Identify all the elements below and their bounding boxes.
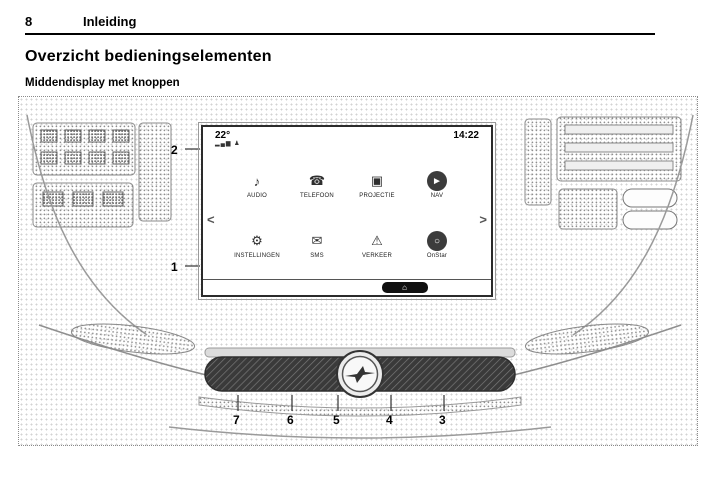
menu-item-label: SMS — [310, 253, 324, 259]
menu-item-telefoon[interactable]: ☎ TELEFOON — [287, 171, 347, 199]
subsection-title: Middendisplay met knoppen — [25, 77, 180, 89]
headlight-right — [524, 323, 650, 355]
callout-1: 1 — [171, 260, 178, 274]
temperature-label: 22° — [215, 130, 231, 141]
audio-icon: ♪ — [253, 173, 261, 189]
right-vent-cluster — [524, 114, 694, 336]
menu-item-instellingen[interactable]: ⚙ INSTELLINGEN — [227, 231, 287, 259]
section-title: Overzicht bedieningselementen — [25, 48, 272, 65]
menu-item-label: NAV — [430, 193, 444, 199]
page-number: 8 — [25, 14, 33, 29]
clock-label: 14:22 — [453, 130, 479, 141]
menu-item-label: AUDIO — [246, 193, 267, 199]
sms-envelope-icon: ✉ — [311, 233, 323, 248]
dashboard-illustration — [26, 114, 694, 439]
menu-grid: ♪ AUDIO ☎ TELEFOON ▣ PROJECTIE ► NAV ⚙ — [203, 153, 491, 279]
status-icons: ▂▄▆ ♟ — [215, 141, 241, 148]
status-left: 22° ▂▄▆ ♟ — [215, 130, 241, 153]
left-vent-cluster — [26, 114, 172, 336]
menu-item-sms[interactable]: ✉ SMS — [287, 231, 347, 259]
onstar-icon: ○ — [427, 231, 447, 251]
profile-icon: ♟ — [234, 141, 241, 147]
menu-item-label: OnStar — [426, 253, 448, 259]
callout-2: 2 — [171, 143, 178, 157]
menu-item-label: TELEFOON — [300, 193, 334, 199]
running-header: 8 Inleiding — [25, 14, 655, 35]
screen-bottom-bar: ⌂ — [203, 279, 491, 295]
callout-7: 7 — [233, 413, 240, 427]
menu-item-label: VERKEER — [361, 253, 393, 259]
menu-item-label: INSTELLINGEN — [234, 253, 280, 259]
phone-icon: ☎ — [308, 173, 326, 188]
menu-item-onstar[interactable]: ○ OnStar — [407, 231, 467, 259]
callout-5: 5 — [333, 413, 340, 427]
menu-item-label: PROJECTIE — [359, 193, 395, 199]
settings-gear-icon: ⚙ — [251, 233, 263, 248]
infotainment-screen: 22° ▂▄▆ ♟ 14:22 ♪ AUDIO ☎ TELEFOON — [198, 122, 496, 300]
callout-lines — [185, 148, 445, 411]
brand-emblem — [336, 350, 384, 398]
nav-icon: ► — [427, 171, 447, 191]
callout-3: 3 — [439, 413, 446, 427]
menu-item-projectie[interactable]: ▣ PROJECTIE — [347, 171, 407, 199]
menu-item-nav[interactable]: ► NAV — [407, 171, 467, 199]
signal-icon: ▂▄▆ — [215, 141, 232, 147]
callout-6: 6 — [287, 413, 294, 427]
headlight-left — [70, 323, 196, 355]
chapter-title: Inleiding — [83, 14, 137, 29]
next-page-arrow[interactable]: > — [479, 212, 487, 227]
figure-frame: 22° ▂▄▆ ♟ 14:22 ♪ AUDIO ☎ TELEFOON — [18, 96, 698, 446]
prev-page-arrow[interactable]: < — [207, 212, 215, 227]
menu-item-audio[interactable]: ♪ AUDIO — [227, 171, 287, 200]
home-icon: ⌂ — [402, 282, 407, 292]
callout-4: 4 — [386, 413, 393, 427]
home-button[interactable]: ⌂ — [381, 282, 428, 293]
traffic-icon: ⚠ — [371, 233, 383, 248]
menu-item-verkeer[interactable]: ⚠ VERKEER — [347, 231, 407, 259]
projection-icon: ▣ — [370, 173, 384, 188]
status-bar: 22° ▂▄▆ ♟ 14:22 — [203, 127, 491, 153]
